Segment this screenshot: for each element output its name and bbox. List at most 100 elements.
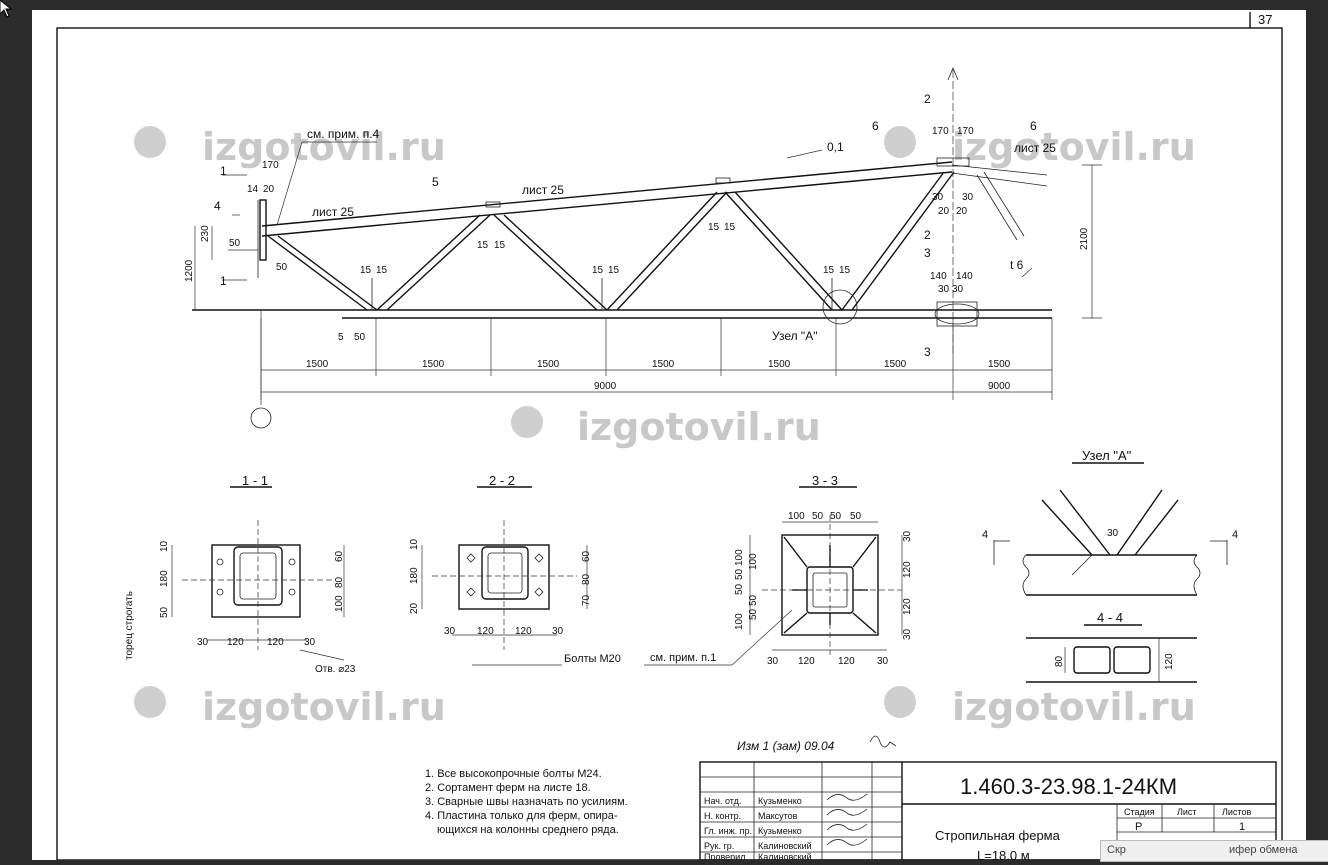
svg-text:50: 50 bbox=[734, 568, 745, 580]
svg-text:1: 1 bbox=[220, 164, 227, 178]
svg-text:Максутов: Максутов bbox=[758, 811, 798, 821]
svg-text:50: 50 bbox=[830, 511, 842, 522]
svg-text:1500: 1500 bbox=[768, 359, 791, 370]
popup-left-text: Скр bbox=[1107, 844, 1126, 856]
svg-text:30: 30 bbox=[938, 284, 950, 295]
section-3-3-dims: 100 50 50 50 100 50 50 100 50 50 100 30 … bbox=[734, 511, 913, 667]
section-1-1 bbox=[171, 486, 345, 661]
exchange-popup[interactable]: Скр ифер обмена bbox=[1100, 840, 1328, 862]
bolts-note: Болты М20 bbox=[564, 653, 621, 665]
svg-text:Нач. отд.: Нач. отд. bbox=[704, 796, 741, 806]
slope-label: 0,1 bbox=[827, 140, 844, 154]
svg-text:3: 3 bbox=[924, 246, 931, 260]
plate-thickness-label: t 6 bbox=[1010, 258, 1024, 272]
svg-text:30: 30 bbox=[877, 656, 889, 667]
section-1-1-title: 1 - 1 bbox=[242, 473, 268, 488]
see-note-label: см. прим. п.4 bbox=[307, 127, 380, 141]
watermark-text-5: izgotovil.ru bbox=[952, 685, 1196, 729]
handwritten-revision: Изм 1 (зам) 09.04 bbox=[737, 739, 835, 753]
svg-text:120: 120 bbox=[227, 637, 244, 648]
truss-elevation bbox=[192, 66, 1102, 429]
svg-text:15: 15 bbox=[494, 240, 506, 251]
drawing-title: Стропильная ферма bbox=[935, 828, 1061, 843]
panel-dimension-labels: 1500 1500 1500 1500 1500 1500 1500 9000 … bbox=[306, 359, 1011, 392]
height-dimension: 2100 bbox=[1079, 227, 1090, 250]
svg-text:2: 2 bbox=[924, 228, 931, 242]
node-a-mark-left: 4 bbox=[982, 529, 988, 541]
svg-text:20: 20 bbox=[409, 602, 420, 614]
svg-text:50: 50 bbox=[748, 608, 759, 620]
section-4-4-dim-a: 80 bbox=[1054, 655, 1065, 667]
svg-text:120: 120 bbox=[267, 637, 284, 648]
svg-text:15: 15 bbox=[608, 265, 620, 276]
svg-text:Рук. гр.: Рук. гр. bbox=[704, 841, 734, 851]
svg-text:80: 80 bbox=[581, 573, 592, 585]
drawing-subtitle: L=18,0 м bbox=[977, 848, 1030, 860]
svg-text:15: 15 bbox=[708, 222, 720, 233]
svg-text:Листов: Листов bbox=[1222, 807, 1251, 817]
svg-text:30: 30 bbox=[932, 192, 944, 203]
watermark-text-4: izgotovil.ru bbox=[202, 685, 446, 729]
svg-text:Калиновский: Калиновский bbox=[758, 841, 812, 851]
svg-text:20: 20 bbox=[956, 206, 968, 217]
svg-text:Проверил: Проверил bbox=[704, 852, 745, 860]
svg-text:50: 50 bbox=[159, 606, 170, 618]
section-4-4-title: 4 - 4 bbox=[1097, 610, 1123, 625]
svg-text:120: 120 bbox=[798, 656, 815, 667]
svg-text:120: 120 bbox=[838, 656, 855, 667]
drawing-sheet: izgotovil.ru izgotovil.ru izgotovil.ru i… bbox=[32, 10, 1306, 863]
svg-text:Гл. инж. пр.: Гл. инж. пр. bbox=[704, 826, 752, 836]
title-block-values: Р 1 bbox=[1135, 821, 1245, 833]
svg-text:180: 180 bbox=[159, 570, 170, 587]
watermark-group: izgotovil.ru izgotovil.ru izgotovil.ru i… bbox=[134, 125, 1196, 729]
svg-text:2. Сортамент ферм на листе 18.: 2. Сортамент ферм на листе 18. bbox=[425, 782, 591, 794]
svg-text:120: 120 bbox=[902, 561, 913, 578]
svg-text:1200: 1200 bbox=[184, 259, 195, 282]
section-2-2-dims: 10 180 20 60 80 70 30 120 120 30 bbox=[409, 538, 592, 637]
general-notes: 1. Все высокопрочные болты М24. 2. Сорта… bbox=[425, 768, 628, 836]
svg-text:120: 120 bbox=[515, 626, 532, 637]
svg-text:120: 120 bbox=[477, 626, 494, 637]
section-marks: 1 1 2 2 3 3 4 5 6 6 bbox=[214, 92, 1037, 359]
svg-text:50: 50 bbox=[748, 594, 759, 606]
svg-text:Стадия: Стадия bbox=[1124, 807, 1155, 817]
svg-text:15: 15 bbox=[823, 265, 835, 276]
svg-text:5: 5 bbox=[432, 175, 439, 189]
svg-text:1500: 1500 bbox=[422, 359, 445, 370]
popup-right-text: ифер обмена bbox=[1229, 844, 1298, 856]
watermark-text-3: izgotovil.ru bbox=[577, 405, 821, 449]
see-note-1: см. прим. п.1 bbox=[650, 652, 716, 664]
svg-text:1: 1 bbox=[220, 274, 227, 288]
svg-text:1500: 1500 bbox=[988, 359, 1011, 370]
svg-text:3: 3 bbox=[924, 345, 931, 359]
svg-text:50: 50 bbox=[812, 511, 824, 522]
svg-text:3. Сварные швы назначать по ус: 3. Сварные швы назначать по усилиям. bbox=[425, 796, 628, 808]
svg-text:20: 20 bbox=[263, 184, 275, 195]
svg-text:Н. контр.: Н. контр. bbox=[704, 811, 741, 821]
svg-text:50: 50 bbox=[276, 262, 288, 273]
handwritten-mark-icon bbox=[869, 735, 897, 748]
svg-text:ющихся на колонны среднего ряд: ющихся на колонны среднего ряда. bbox=[437, 824, 619, 836]
svg-text:140: 140 bbox=[930, 271, 947, 282]
svg-text:100: 100 bbox=[334, 595, 345, 612]
section-1-1-dims: 10 180 50 60 80 100 30 120 120 30 bbox=[159, 540, 345, 648]
title-block-roles: Нач. отд. Н. контр. Гл. инж. пр. Рук. гр… bbox=[704, 796, 752, 862]
section-3-3 bbox=[644, 486, 903, 666]
svg-text:30: 30 bbox=[962, 192, 974, 203]
section-4-4-dim-b: 120 bbox=[1164, 653, 1175, 670]
sheet-ref-b: лист 25 bbox=[522, 183, 564, 197]
svg-text:20: 20 bbox=[938, 206, 950, 217]
title-block-headers: Стадия Лист Листов bbox=[1124, 807, 1251, 817]
svg-text:120: 120 bbox=[902, 598, 913, 615]
svg-text:170: 170 bbox=[957, 126, 974, 137]
svg-text:Лист: Лист bbox=[1177, 807, 1197, 817]
end-planing-note: торец строгать bbox=[124, 591, 135, 660]
svg-text:50: 50 bbox=[229, 238, 241, 249]
svg-text:2: 2 bbox=[924, 92, 931, 106]
svg-text:1500: 1500 bbox=[884, 359, 907, 370]
sheet-ref-a: лист 25 bbox=[312, 205, 354, 219]
svg-text:15: 15 bbox=[724, 222, 736, 233]
svg-text:50: 50 bbox=[850, 511, 862, 522]
svg-text:5: 5 bbox=[338, 332, 344, 343]
svg-text:4: 4 bbox=[214, 199, 221, 213]
